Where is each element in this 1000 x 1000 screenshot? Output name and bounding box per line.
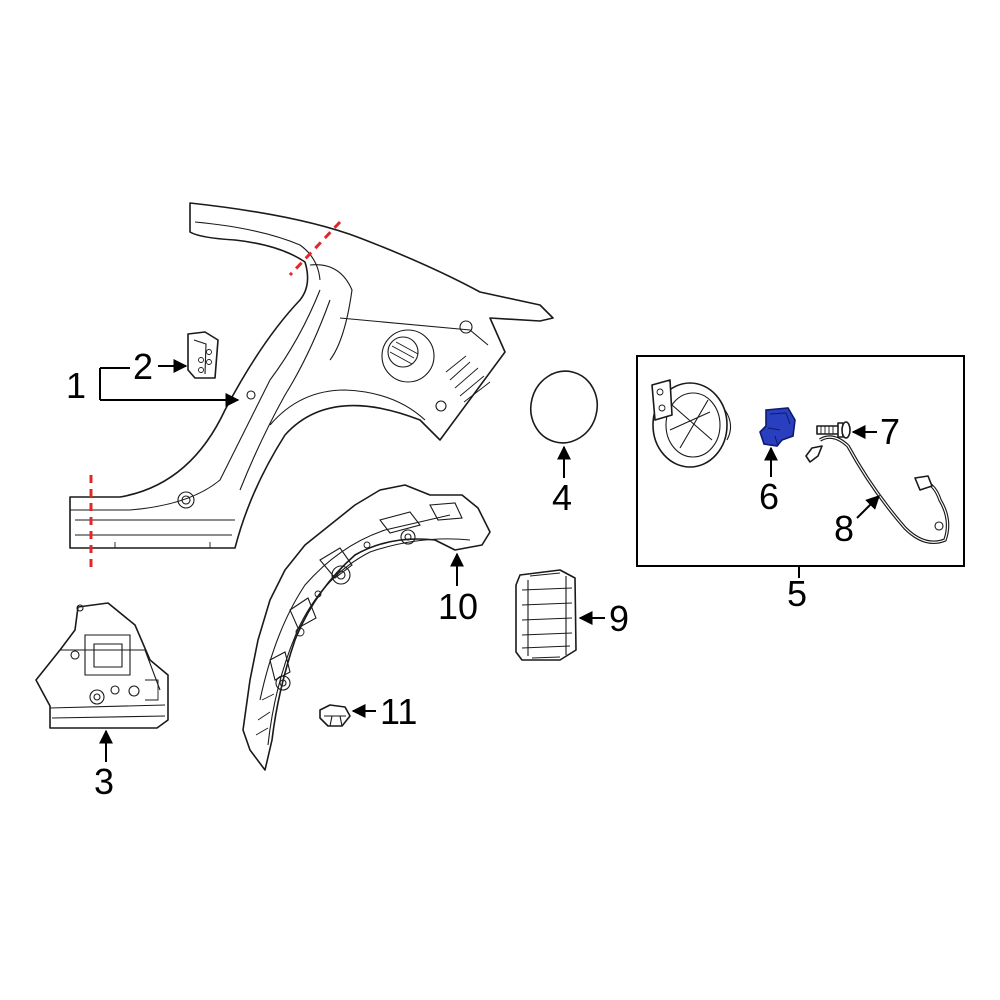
callout-9: 9 [609, 598, 629, 639]
inner-panel-part[interactable] [35, 602, 169, 729]
callout-1: 1 [66, 365, 86, 406]
vent-grille-part[interactable] [515, 569, 577, 661]
callout-4: 4 [552, 477, 572, 518]
fuel-door-actuator-highlighted[interactable] [759, 407, 796, 447]
callout-6: 6 [759, 476, 779, 517]
cut-line-upper [288, 220, 342, 277]
callout-11: 11 [380, 691, 417, 732]
callout-3: 3 [94, 761, 114, 802]
leader-1 [99, 367, 240, 407]
callout-5: 5 [787, 573, 807, 614]
release-cable-part[interactable] [805, 435, 950, 544]
leader-8 [856, 495, 880, 519]
callout-2: 2 [133, 346, 153, 387]
bolt-part[interactable] [816, 421, 851, 439]
fuel-door-assembly-box [636, 355, 965, 567]
wheelhouse-liner-part[interactable] [242, 484, 491, 771]
clip-nut-part[interactable] [319, 704, 351, 727]
callout-7: 7 [880, 411, 900, 452]
fuel-filler-housing[interactable] [651, 379, 732, 468]
quarter-panel[interactable] [69, 202, 554, 549]
bracket-part[interactable] [187, 331, 219, 379]
callout-10: 10 [438, 586, 478, 627]
fuel-door-part[interactable] [523, 364, 605, 451]
callout-8: 8 [834, 508, 854, 549]
